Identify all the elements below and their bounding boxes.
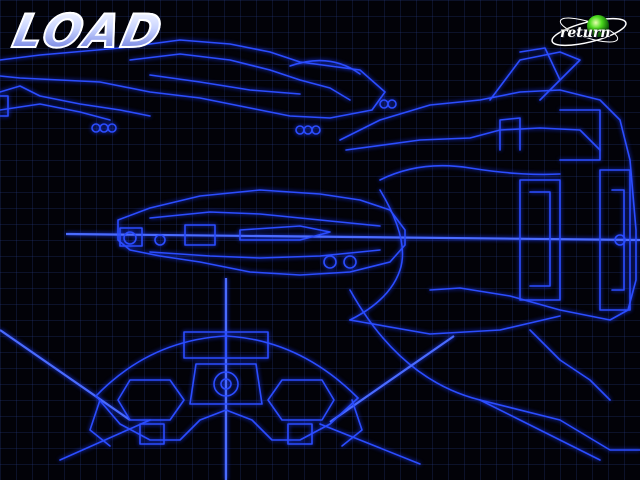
- ship-front-view-bottom: [0, 278, 455, 480]
- page-title: LOAD: [7, 3, 194, 59]
- ship-top-view-main: [65, 47, 640, 461]
- page-title-text: LOAD: [7, 3, 169, 59]
- orbit-icon: [551, 15, 627, 47]
- return-button[interactable]: return: [548, 8, 630, 52]
- return-label: return: [560, 25, 611, 41]
- ship-side-view-top: [0, 39, 397, 135]
